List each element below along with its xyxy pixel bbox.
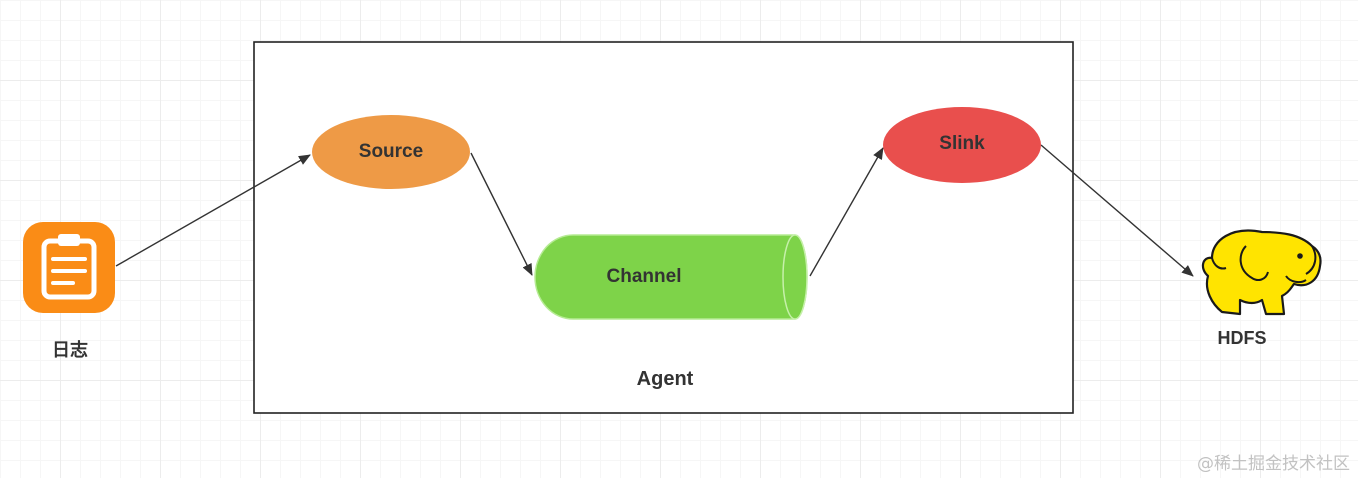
hdfs-label: HDFS: [1217, 328, 1267, 348]
sink-label: Slink: [939, 133, 985, 154]
hadoop-elephant-icon: [1201, 229, 1322, 316]
watermark: @稀土掘金技术社区: [1197, 454, 1350, 474]
log-label: 日志: [52, 340, 88, 360]
channel-node[interactable]: [534, 234, 808, 320]
edge-source-to-channel: [470, 152, 533, 276]
agent-box[interactable]: [253, 41, 1074, 414]
edge-sink-to-hdfs: [1040, 144, 1194, 277]
sink-node[interactable]: [883, 107, 1041, 183]
source-label: Source: [358, 141, 424, 162]
clipboard-log-icon: [23, 222, 115, 313]
channel-label: Channel: [606, 266, 682, 287]
edge-channel-to-sink: [809, 147, 884, 277]
edge-log-to-source: [115, 154, 311, 267]
agent-label: Agent: [636, 368, 694, 390]
source-node[interactable]: [312, 115, 470, 189]
